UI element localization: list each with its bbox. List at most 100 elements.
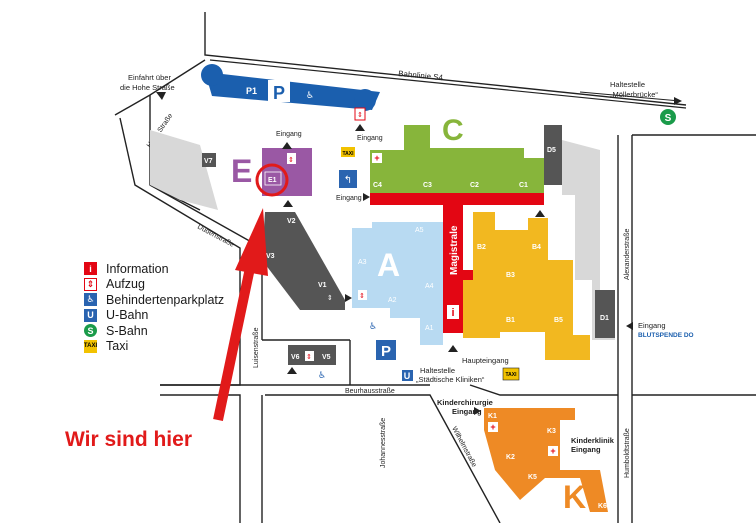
wheelchair-icon: ♿ [369,321,377,331]
building-b: B B2 B4 B3 B1 B5 [463,212,590,360]
block-c3: C3 [423,182,432,189]
svg-text:P: P [381,343,391,360]
block-k1: K1 [488,413,497,420]
here-label: Wir sind hier [65,428,192,451]
block-b3: B3 [506,272,515,279]
map-legend: i Information ⇕ Aufzug ♿ Behindertenpark… [84,261,284,354]
einfahrt-label-2: die Hohe Straße [120,83,175,92]
kinderklinik-label-1: Kinderklinik [571,436,615,445]
block-k5: K5 [528,474,537,481]
kinderchirurgie-label-1: Kinderchirurgie [437,398,493,407]
section-c-letter: C [442,114,464,147]
first-aid-icon: + [374,153,379,163]
svg-text:TAXI: TAXI [342,151,354,157]
block-b5: B5 [554,317,563,324]
blutspende-logo: BLUTSPENDE DO [638,332,694,339]
u-bahn-icon: U [402,370,413,381]
parking-garage-p1: P P1 ♿ [201,64,380,111]
haltestelle-kliniken-2: „Städtische Kliniken“ [416,375,485,384]
legend-item-information: i Information [84,261,284,277]
building-d: D5 D1 [544,125,615,340]
block-c2: C2 [470,182,479,189]
haltestelle-moeller-2: „Möllerbrücke“ [610,90,658,99]
here-arrow [213,208,268,422]
street-duden: Dudenstraße [196,224,235,249]
elevator-icon: ⇕ [359,292,365,300]
eingang-east-label: Eingang [638,321,666,330]
street-humboldt: Humboldtstraße [624,428,631,478]
information-icon: i [84,262,97,276]
block-a3: A3 [358,259,367,266]
eingang-c-label: Eingang [357,135,383,142]
entrance-arrow-icon [474,407,481,415]
block-v1: V1 [318,282,327,289]
wheelchair-icon: ♿ [84,293,97,307]
block-d1: D1 [600,315,609,322]
kinderklinik-label-2: Eingang [571,445,601,454]
svg-text:TAXI: TAXI [505,372,517,378]
block-k2: K2 [506,454,515,461]
first-aid-icon: + [550,446,555,456]
entrance-arrow-icon [626,322,633,330]
taxi-icon: TAXI [84,339,97,353]
legend-item-taxi: TAXI Taxi [84,339,284,355]
elevator-icon: ⇕ [84,277,97,291]
entrance-arrow-icon [355,124,365,131]
wheelchair-icon: ♿ [318,370,326,380]
haupteingang-label: Haupteingang [462,356,509,365]
entrance-arrow-icon [283,200,293,207]
legend-item-u-bahn: U U-Bahn [84,308,284,324]
svg-text:S: S [665,113,672,124]
block-v6: V6 [291,354,300,361]
legend-item-behindertenparkplatz: ♿ Behindertenparkplatz [84,292,284,308]
legend-label: U-Bahn [106,308,149,323]
block-a4: A4 [425,283,434,290]
block-k3: K3 [547,428,556,435]
legend-label: S-Bahn [106,323,148,338]
block-b4: B4 [532,244,541,251]
elevator-icon: ⇕ [306,353,312,361]
elevator-icon: ⇕ [354,107,366,121]
legend-label: Aufzug [106,277,145,292]
building-k: K K1 K2 K3 K4 K5 K6 + + [484,408,608,515]
parking-p-icon: P [273,83,285,103]
kinderchirurgie-label-2: Eingang [452,407,482,416]
block-b1: B1 [506,317,515,324]
block-d5: D5 [547,147,556,154]
taxi-icon: TAXI [502,367,520,381]
block-v5: V5 [322,354,331,361]
entrance-arrow-icon [535,210,545,217]
turn-sign-icon: ↰ [339,170,357,188]
haltestelle-moeller-1: Haltestelle [610,80,645,89]
section-a-letter: A [377,247,400,283]
block-c4: C4 [373,182,382,189]
svg-text:⇕: ⇕ [357,111,363,119]
street-wilhelm: Wilhelmstraße [450,426,477,469]
block-b2: B2 [477,244,486,251]
arrow-down-icon [156,92,166,100]
building-v: V2 V3 V1 ⇕ [262,212,345,310]
elevator-icon: ⇕ [327,294,333,302]
legend-item-s-bahn: S S-Bahn [84,323,284,339]
einfahrt-label-1: Einfahrt über [128,73,171,82]
u-bahn-icon: U [84,308,97,322]
s-bahn-icon: S [84,324,97,338]
street-johannes: Johannesstraße [380,418,387,468]
eingang-e-label: Eingang [276,131,302,138]
entrance-arrow-icon [448,345,458,352]
entrance-arrow-icon [345,294,352,302]
block-p1: P1 [246,86,257,96]
legend-item-aufzug: ⇕ Aufzug [84,277,284,293]
block-a5: A5 [415,227,424,234]
eingang-mid-label: Eingang [336,195,362,202]
street-bahnlinie: Bahnlinie S4 [398,69,444,82]
block-e1: E1 [268,177,277,184]
entrance-arrow-icon [287,367,297,374]
block-k6: K6 [598,503,607,510]
building-c: C C4 C3 C2 C1 + [370,114,544,195]
section-b-letter: B [498,229,521,265]
block-v3: V3 [266,253,275,260]
block-k4: K4 [572,461,581,468]
elevator-icon: ⇕ [288,156,294,164]
haltestelle-kliniken-1: Haltestelle [420,366,455,375]
